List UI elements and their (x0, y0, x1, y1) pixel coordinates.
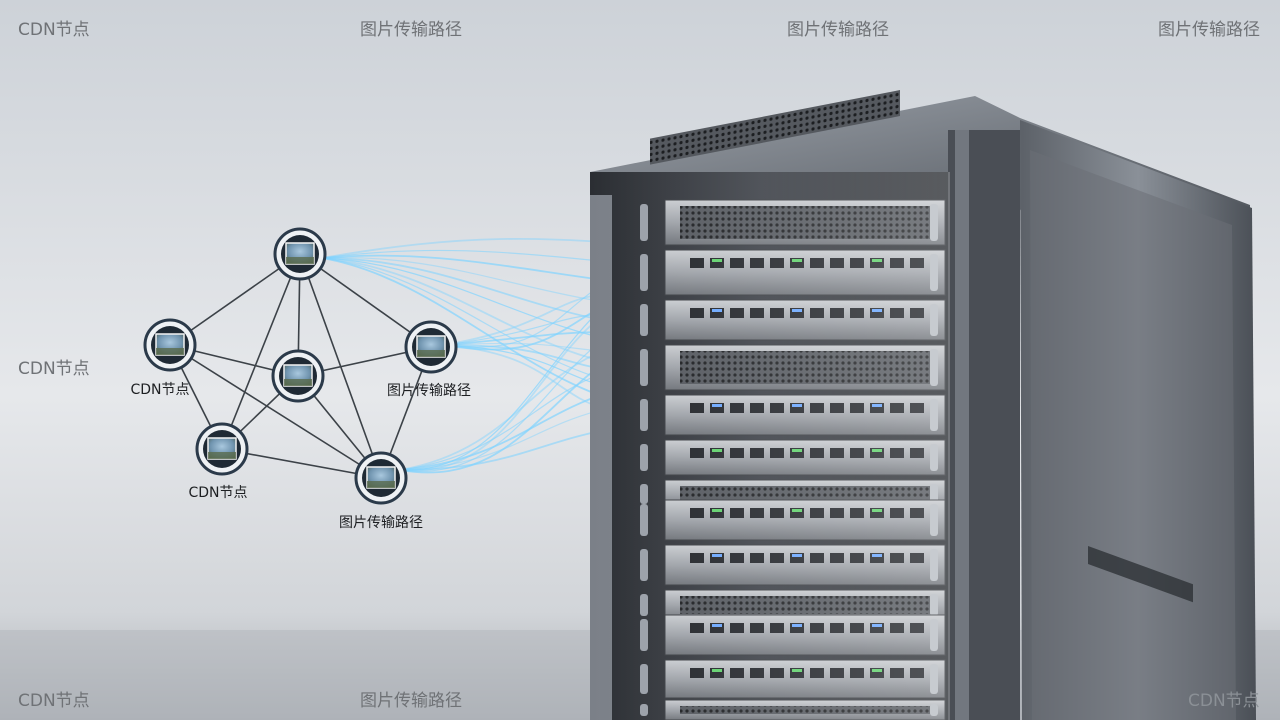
thumbnail-ground (417, 350, 445, 357)
thumbnail-ground (156, 348, 184, 355)
node-label: CDN节点 (130, 382, 190, 398)
rack-door-panel (1030, 150, 1236, 720)
server-rack (590, 90, 1256, 720)
watermark-text: CDN节点 (1188, 691, 1260, 711)
network-link (169, 344, 382, 479)
network-link (221, 448, 382, 479)
watermark-text: 图片传输路径 (360, 20, 462, 40)
rack-reflection (590, 172, 950, 720)
thumbnail-ground (208, 452, 236, 459)
network-node (404, 320, 458, 374)
watermark-text: 图片传输路径 (787, 20, 889, 40)
network-nodes (143, 227, 458, 505)
node-label: 图片传输路径 (339, 515, 423, 531)
watermark-text: 图片传输路径 (360, 691, 462, 711)
network-link (299, 253, 432, 348)
node-label: CDN节点 (188, 485, 248, 501)
network-node (271, 349, 325, 403)
thumbnail-ground (286, 257, 314, 264)
watermark-text: CDN节点 (18, 691, 90, 711)
network-node (354, 451, 408, 505)
thumbnail-ground (367, 481, 395, 488)
side-vent (1088, 545, 1193, 603)
watermark-text: 图片传输路径 (1158, 20, 1260, 40)
top-vent (650, 90, 900, 165)
network-node (143, 318, 197, 372)
network-edges (169, 253, 432, 479)
node-label: 图片传输路径 (387, 383, 471, 399)
network-node (195, 422, 249, 476)
watermark-text: CDN节点 (18, 20, 90, 40)
network-link (221, 253, 301, 450)
thumbnail-ground (284, 379, 312, 386)
watermark-text: CDN节点 (18, 359, 90, 379)
network-node (273, 227, 327, 281)
